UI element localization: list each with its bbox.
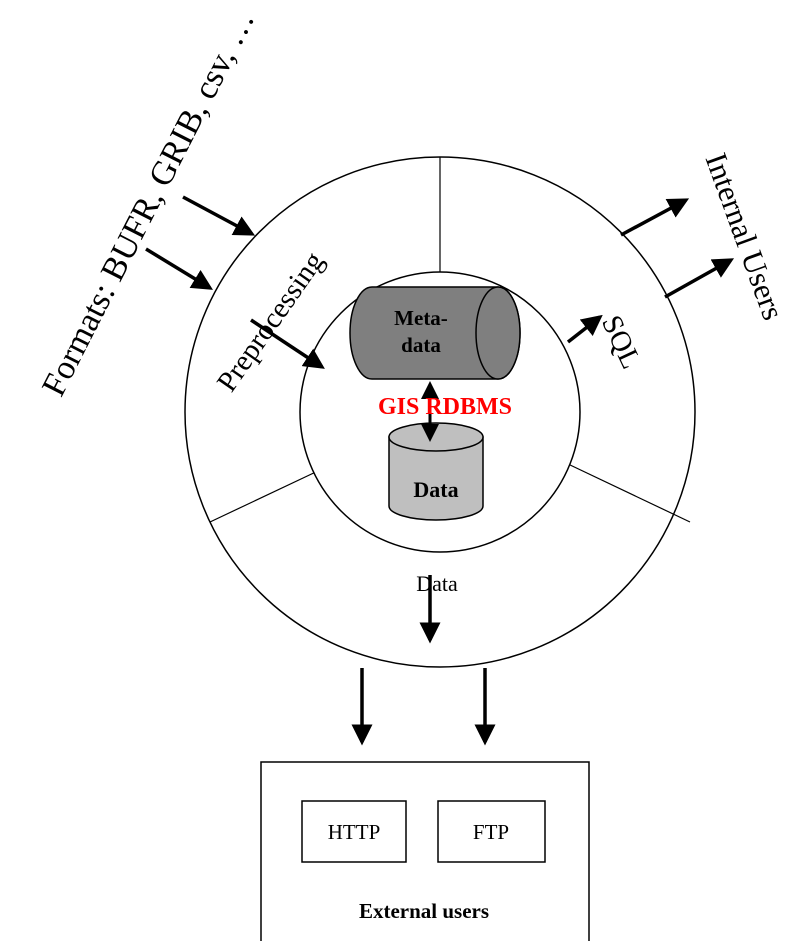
metadata-cylinder: Meta- data bbox=[349, 286, 521, 380]
data-cylinder-top bbox=[388, 422, 484, 452]
input-arrow-middle bbox=[145, 247, 213, 290]
data-cylinder-body bbox=[388, 436, 484, 521]
divider-right bbox=[567, 463, 691, 523]
ftp-label: FTP bbox=[473, 820, 509, 844]
data-segment-label: Data bbox=[416, 571, 458, 596]
metadata-label-line1: Meta- bbox=[394, 306, 448, 330]
external-users-label: External users bbox=[359, 899, 489, 923]
metadata-cylinder-cap bbox=[475, 286, 521, 380]
external-users-box: HTTP FTP External users bbox=[260, 761, 590, 941]
sql-arrow-inner bbox=[566, 314, 603, 344]
input-arrow-inner bbox=[250, 318, 325, 369]
internal-users-label: Internal Users bbox=[699, 148, 792, 324]
output-arrow-top bbox=[620, 198, 690, 237]
data-cylinder-label: Data bbox=[413, 477, 458, 502]
data-cylinder: Data bbox=[388, 422, 484, 521]
output-arrow-bottom bbox=[664, 258, 735, 299]
ftp-box bbox=[437, 800, 546, 863]
gis-rdbms-label: GIS RDBMS bbox=[378, 394, 512, 420]
input-arrow-top bbox=[182, 195, 256, 236]
http-box bbox=[301, 800, 407, 863]
divider-left bbox=[209, 469, 321, 523]
metadata-label-line2: data bbox=[401, 333, 441, 357]
http-label: HTTP bbox=[328, 820, 381, 844]
